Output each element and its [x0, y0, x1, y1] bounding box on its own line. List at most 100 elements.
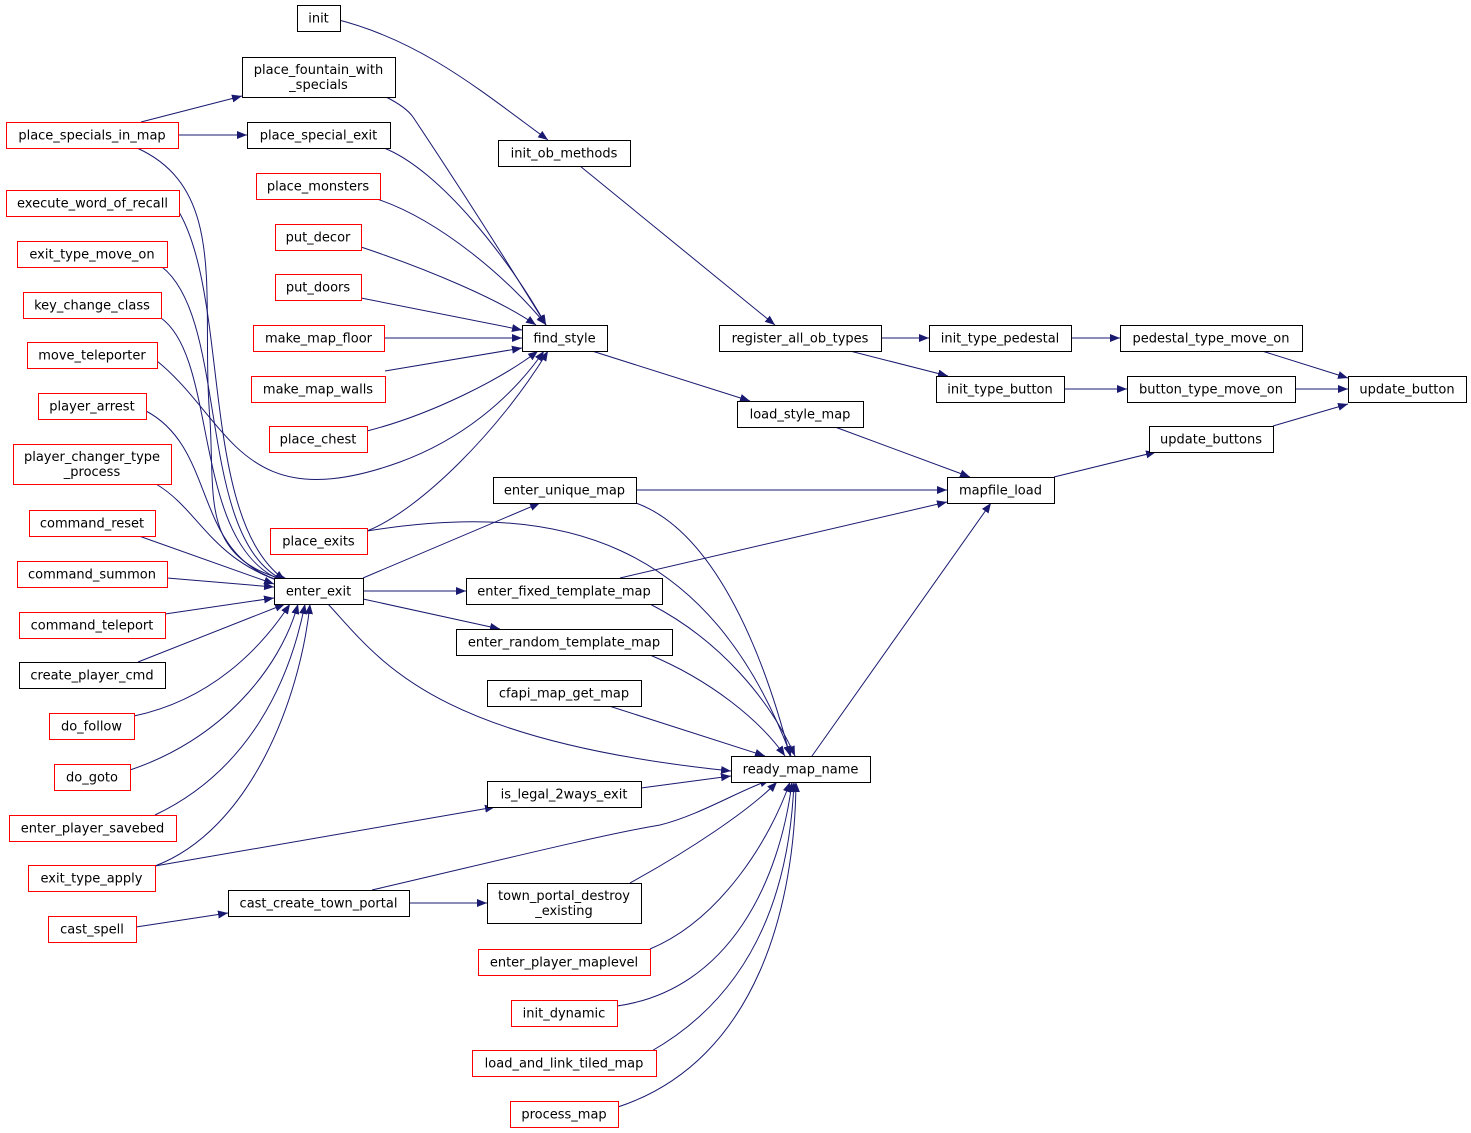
node-box[interactable] [9, 815, 177, 842]
node-box[interactable] [242, 57, 396, 98]
node-player-changer-type-process[interactable]: player_changer_type_process [13, 444, 172, 485]
node-init[interactable]: init [297, 5, 341, 32]
node-box[interactable] [48, 916, 137, 943]
node-box[interactable] [936, 376, 1065, 403]
node-place-special-exit[interactable]: place_special_exit [247, 122, 391, 149]
node-place-exits[interactable]: place_exits [270, 528, 368, 555]
node-box[interactable] [731, 756, 871, 783]
node-box[interactable] [251, 376, 386, 403]
node-box[interactable] [466, 578, 663, 605]
node-player-arrest[interactable]: player_arrest [38, 393, 147, 420]
node-box[interactable] [737, 401, 864, 428]
node-box[interactable] [27, 342, 158, 369]
node-place-monsters[interactable]: place_monsters [256, 173, 381, 200]
node-box[interactable] [17, 561, 168, 588]
node-command-reset[interactable]: command_reset [29, 510, 156, 537]
node-cast-create-town-portal[interactable]: cast_create_town_portal [228, 890, 410, 917]
node-box[interactable] [6, 122, 179, 149]
node-box[interactable] [1120, 325, 1303, 352]
node-command-summon[interactable]: command_summon [17, 561, 168, 588]
node-update-buttons[interactable]: update_buttons [1149, 426, 1274, 453]
node-box[interactable] [472, 1050, 657, 1077]
node-key-change-class[interactable]: key_change_class [23, 292, 162, 319]
node-button-type-move-on[interactable]: button_type_move_on [1127, 376, 1296, 403]
node-do-goto[interactable]: do_goto [54, 764, 131, 791]
node-do-follow[interactable]: do_follow [49, 713, 135, 740]
node-box[interactable] [28, 865, 156, 892]
node-exit-type-apply[interactable]: exit_type_apply [28, 865, 156, 892]
node-ready-map-name[interactable]: ready_map_name [731, 756, 871, 783]
node-load-and-link-tiled-map[interactable]: load_and_link_tiled_map [472, 1050, 657, 1077]
node-box[interactable] [487, 883, 642, 924]
node-box[interactable] [13, 444, 172, 485]
node-put-decor[interactable]: put_decor [275, 224, 362, 251]
node-box[interactable] [929, 325, 1072, 352]
node-box[interactable] [456, 629, 673, 656]
node-box[interactable] [17, 241, 168, 268]
node-box[interactable] [275, 274, 362, 301]
node-init-type-pedestal[interactable]: init_type_pedestal [929, 325, 1072, 352]
node-init-type-button[interactable]: init_type_button [936, 376, 1065, 403]
node-make-map-walls[interactable]: make_map_walls [251, 376, 386, 403]
node-place-specials-in-map[interactable]: place_specials_in_map [6, 122, 179, 149]
node-box[interactable] [247, 122, 391, 149]
node-init-dynamic[interactable]: init_dynamic [511, 1000, 618, 1027]
node-box[interactable] [270, 528, 368, 555]
node-load-style-map[interactable]: load_style_map [737, 401, 864, 428]
node-box[interactable] [1348, 376, 1467, 403]
node-town-portal-destroy-existing[interactable]: town_portal_destroy_existing [487, 883, 642, 924]
node-pedestal-type-move-on[interactable]: pedestal_type_move_on [1120, 325, 1303, 352]
node-create-player-cmd[interactable]: create_player_cmd [19, 662, 166, 689]
node-enter-unique-map[interactable]: enter_unique_map [493, 477, 637, 504]
node-enter-player-maplevel[interactable]: enter_player_maplevel [478, 949, 651, 976]
node-box[interactable] [256, 173, 381, 200]
node-box[interactable] [1149, 426, 1274, 453]
node-enter-exit[interactable]: enter_exit [274, 578, 364, 605]
node-box[interactable] [493, 477, 637, 504]
node-box[interactable] [297, 5, 341, 32]
node-box[interactable] [29, 510, 156, 537]
node-box[interactable] [275, 224, 362, 251]
node-enter-random-template-map[interactable]: enter_random_template_map [456, 629, 673, 656]
node-box[interactable] [54, 764, 131, 791]
node-process-map[interactable]: process_map [510, 1101, 619, 1128]
node-box[interactable] [487, 680, 642, 707]
node-box[interactable] [49, 713, 135, 740]
node-execute-word-of-recall[interactable]: execute_word_of_recall [6, 190, 180, 217]
node-update-button[interactable]: update_button [1348, 376, 1467, 403]
node-cast-spell[interactable]: cast_spell [48, 916, 137, 943]
node-place-fountain-with-specials[interactable]: place_fountain_with_specials [242, 57, 396, 98]
node-box[interactable] [19, 662, 166, 689]
node-box[interactable] [269, 426, 368, 453]
node-cfapi-map-get-map[interactable]: cfapi_map_get_map [487, 680, 642, 707]
node-put-doors[interactable]: put_doors [275, 274, 362, 301]
node-box[interactable] [498, 140, 631, 167]
node-is-legal-2ways-exit[interactable]: is_legal_2ways_exit [487, 781, 642, 808]
node-enter-fixed-template-map[interactable]: enter_fixed_template_map [466, 578, 663, 605]
node-box[interactable] [274, 578, 364, 605]
node-box[interactable] [228, 890, 410, 917]
node-box[interactable] [478, 949, 651, 976]
node-box[interactable] [522, 325, 608, 352]
node-move-teleporter[interactable]: move_teleporter [27, 342, 158, 369]
node-place-chest[interactable]: place_chest [269, 426, 368, 453]
node-box[interactable] [1127, 376, 1296, 403]
node-box[interactable] [23, 292, 162, 319]
node-box[interactable] [487, 781, 642, 808]
node-command-teleport[interactable]: command_teleport [19, 612, 166, 639]
node-box[interactable] [511, 1000, 618, 1027]
node-box[interactable] [947, 477, 1055, 504]
node-exit-type-move-on[interactable]: exit_type_move_on [17, 241, 168, 268]
node-enter-player-savebed[interactable]: enter_player_savebed [9, 815, 177, 842]
node-make-map-floor[interactable]: make_map_floor [253, 325, 385, 352]
node-box[interactable] [253, 325, 385, 352]
node-box[interactable] [6, 190, 180, 217]
node-box[interactable] [510, 1101, 619, 1128]
node-mapfile-load[interactable]: mapfile_load [947, 477, 1055, 504]
node-init-ob-methods[interactable]: init_ob_methods [498, 140, 631, 167]
node-box[interactable] [38, 393, 147, 420]
node-register-all-ob-types[interactable]: register_all_ob_types [719, 325, 882, 352]
node-box[interactable] [719, 325, 882, 352]
node-find-style[interactable]: find_style [522, 325, 608, 352]
node-box[interactable] [19, 612, 166, 639]
